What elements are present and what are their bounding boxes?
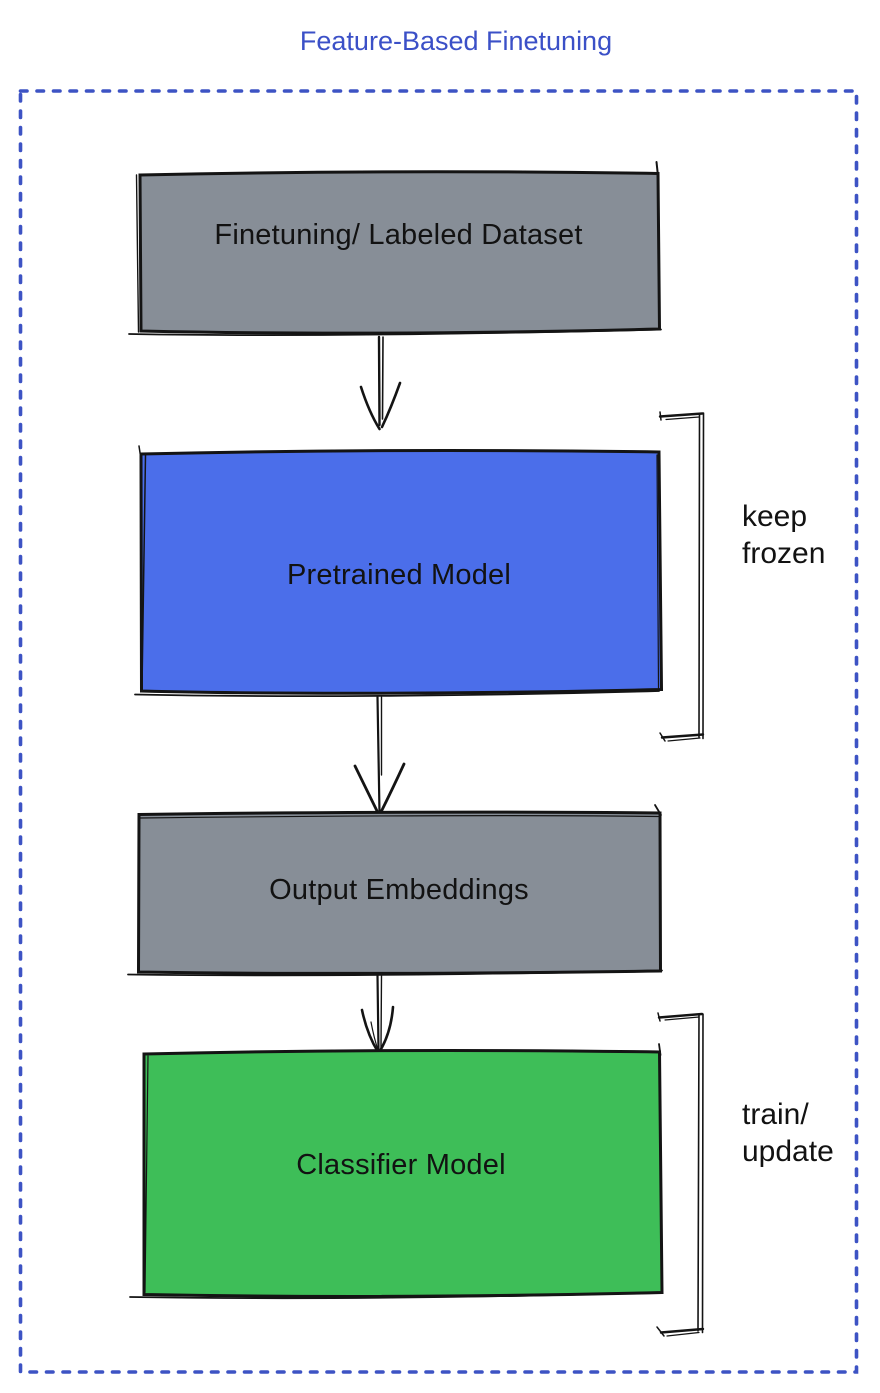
arrow-pretrained-to-embeddings bbox=[353, 695, 406, 816]
classifier-model-box bbox=[129, 1043, 664, 1300]
train-update-annotation: train/ update bbox=[742, 1098, 834, 1168]
keep-frozen-bracket bbox=[658, 411, 705, 742]
arrow-embeddings-to-classifier bbox=[360, 973, 395, 1054]
dashed-frame bbox=[18, 89, 859, 1374]
arrow-dataset-to-pretrained bbox=[359, 335, 402, 431]
output-embeddings-label: Output Embeddings bbox=[269, 874, 529, 906]
pretrained-model-label: Pretrained Model bbox=[286, 559, 512, 591]
train-update-bracket bbox=[656, 1012, 705, 1337]
keep-frozen-annotation: keep frozen bbox=[742, 500, 826, 570]
pretrained-model-box bbox=[134, 445, 664, 698]
classifier-model-label: Classifier Model bbox=[296, 1149, 506, 1181]
output-embeddings-box bbox=[127, 804, 663, 977]
finetuning-dataset-label: Finetuning/ Labeled Dataset bbox=[214, 219, 583, 251]
finetuning-dataset-box bbox=[128, 161, 662, 336]
page-title: Feature-Based Finetuning bbox=[299, 26, 613, 56]
